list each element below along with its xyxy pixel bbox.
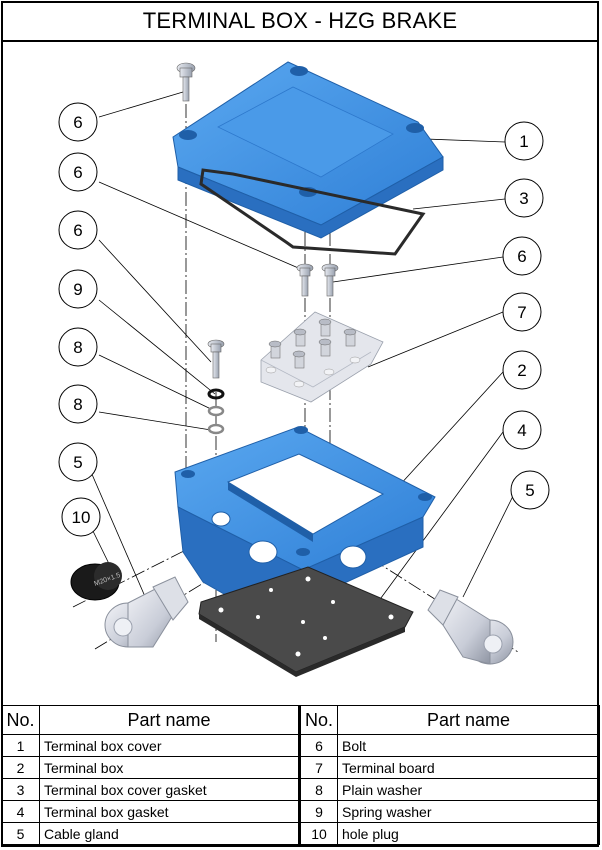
svg-text:6: 6 [73,163,82,182]
plain-washer-lower [207,423,225,435]
callout-1: 1 [504,121,544,161]
spring-washer [207,388,225,400]
terminal-box-gasket [198,566,414,677]
part-number: 4 [1,800,40,823]
part-name: hole plug [337,822,600,845]
terminal-board [260,311,384,403]
part-name: Terminal box gasket [39,800,300,823]
table-row: 2 Terminal box 7 Terminal board [1,756,600,779]
table-row: 1 Terminal box cover 6 Bolt [1,734,600,757]
part-name: Plain washer [337,778,600,801]
part-number: 2 [1,756,40,779]
terminal-box-cover-gasket [199,168,426,256]
table-row: 3 Terminal box cover gasket 8 Plain wash… [1,778,600,801]
plain-washer-upper [207,405,225,417]
svg-text:5: 5 [73,453,82,472]
part-number: 10 [298,822,338,845]
svg-text:8: 8 [73,395,82,414]
callout-6-b: 6 [58,152,98,192]
callout-6-a: 6 [58,102,98,142]
exploded-view-diagram: M20×1.5 6 6 6 9 8 [3,42,599,705]
part-number: 5 [1,822,40,845]
part-name: Terminal box [39,756,300,779]
hole-plug: M20×1.5 [70,562,122,601]
callout-9: 9 [58,269,98,309]
part-number: 7 [298,756,338,779]
part-name: Terminal box cover [39,734,300,757]
table-row: 5 Cable gland 10 hole plug [1,822,600,845]
svg-text:10: 10 [72,508,91,527]
part-name: Terminal board [337,756,600,779]
cable-gland-left [104,576,189,648]
svg-text:6: 6 [73,113,82,132]
parts-table: No. Part name No. Part name 1 Terminal b… [1,705,600,845]
bolt-pair [296,263,339,297]
svg-text:4: 4 [517,421,526,440]
leader-lines [90,91,516,616]
svg-text:2: 2 [517,361,526,380]
svg-text:5: 5 [525,481,534,500]
callout-8-b: 8 [58,384,98,424]
part-number: 8 [298,778,338,801]
part-name: Cable gland [39,822,300,845]
callout-5-left: 5 [58,442,98,482]
svg-text:6: 6 [517,247,526,266]
svg-text:8: 8 [73,338,82,357]
callout-5-right: 5 [510,470,550,510]
header-no-right: No. [298,705,338,735]
terminal-box-cover [172,61,444,239]
bolt-side [207,339,225,379]
callout-10: 10 [61,497,101,537]
callout-4: 4 [502,410,542,450]
svg-text:7: 7 [517,303,526,322]
callout-6-c: 6 [58,210,98,250]
callout-2: 2 [502,350,542,390]
bolt-top [176,62,196,102]
header-part-name-right: Part name [337,705,600,735]
page-title: TERMINAL BOX - HZG BRAKE [1,1,599,42]
svg-text:9: 9 [73,280,82,299]
part-name: Terminal box cover gasket [39,778,300,801]
cable-gland-right [427,589,514,665]
header-part-name-left: Part name [39,705,300,735]
callout-6-right: 6 [502,236,542,276]
parts-table-header: No. Part name No. Part name [1,705,600,735]
part-number: 6 [298,734,338,757]
callout-3: 3 [504,178,544,218]
part-number: 3 [1,778,40,801]
callout-8-a: 8 [58,327,98,367]
svg-text:1: 1 [519,132,528,151]
table-row: 4 Terminal box gasket 9 Spring washer [1,800,600,823]
svg-text:3: 3 [519,189,528,208]
header-no-left: No. [1,705,40,735]
callouts: 6 6 6 9 8 8 5 10 [58,102,550,537]
part-number: 1 [1,734,40,757]
part-number: 9 [298,800,338,823]
part-name: Bolt [337,734,600,757]
svg-text:6: 6 [73,221,82,240]
part-name: Spring washer [337,800,600,823]
callout-7: 7 [502,292,542,332]
